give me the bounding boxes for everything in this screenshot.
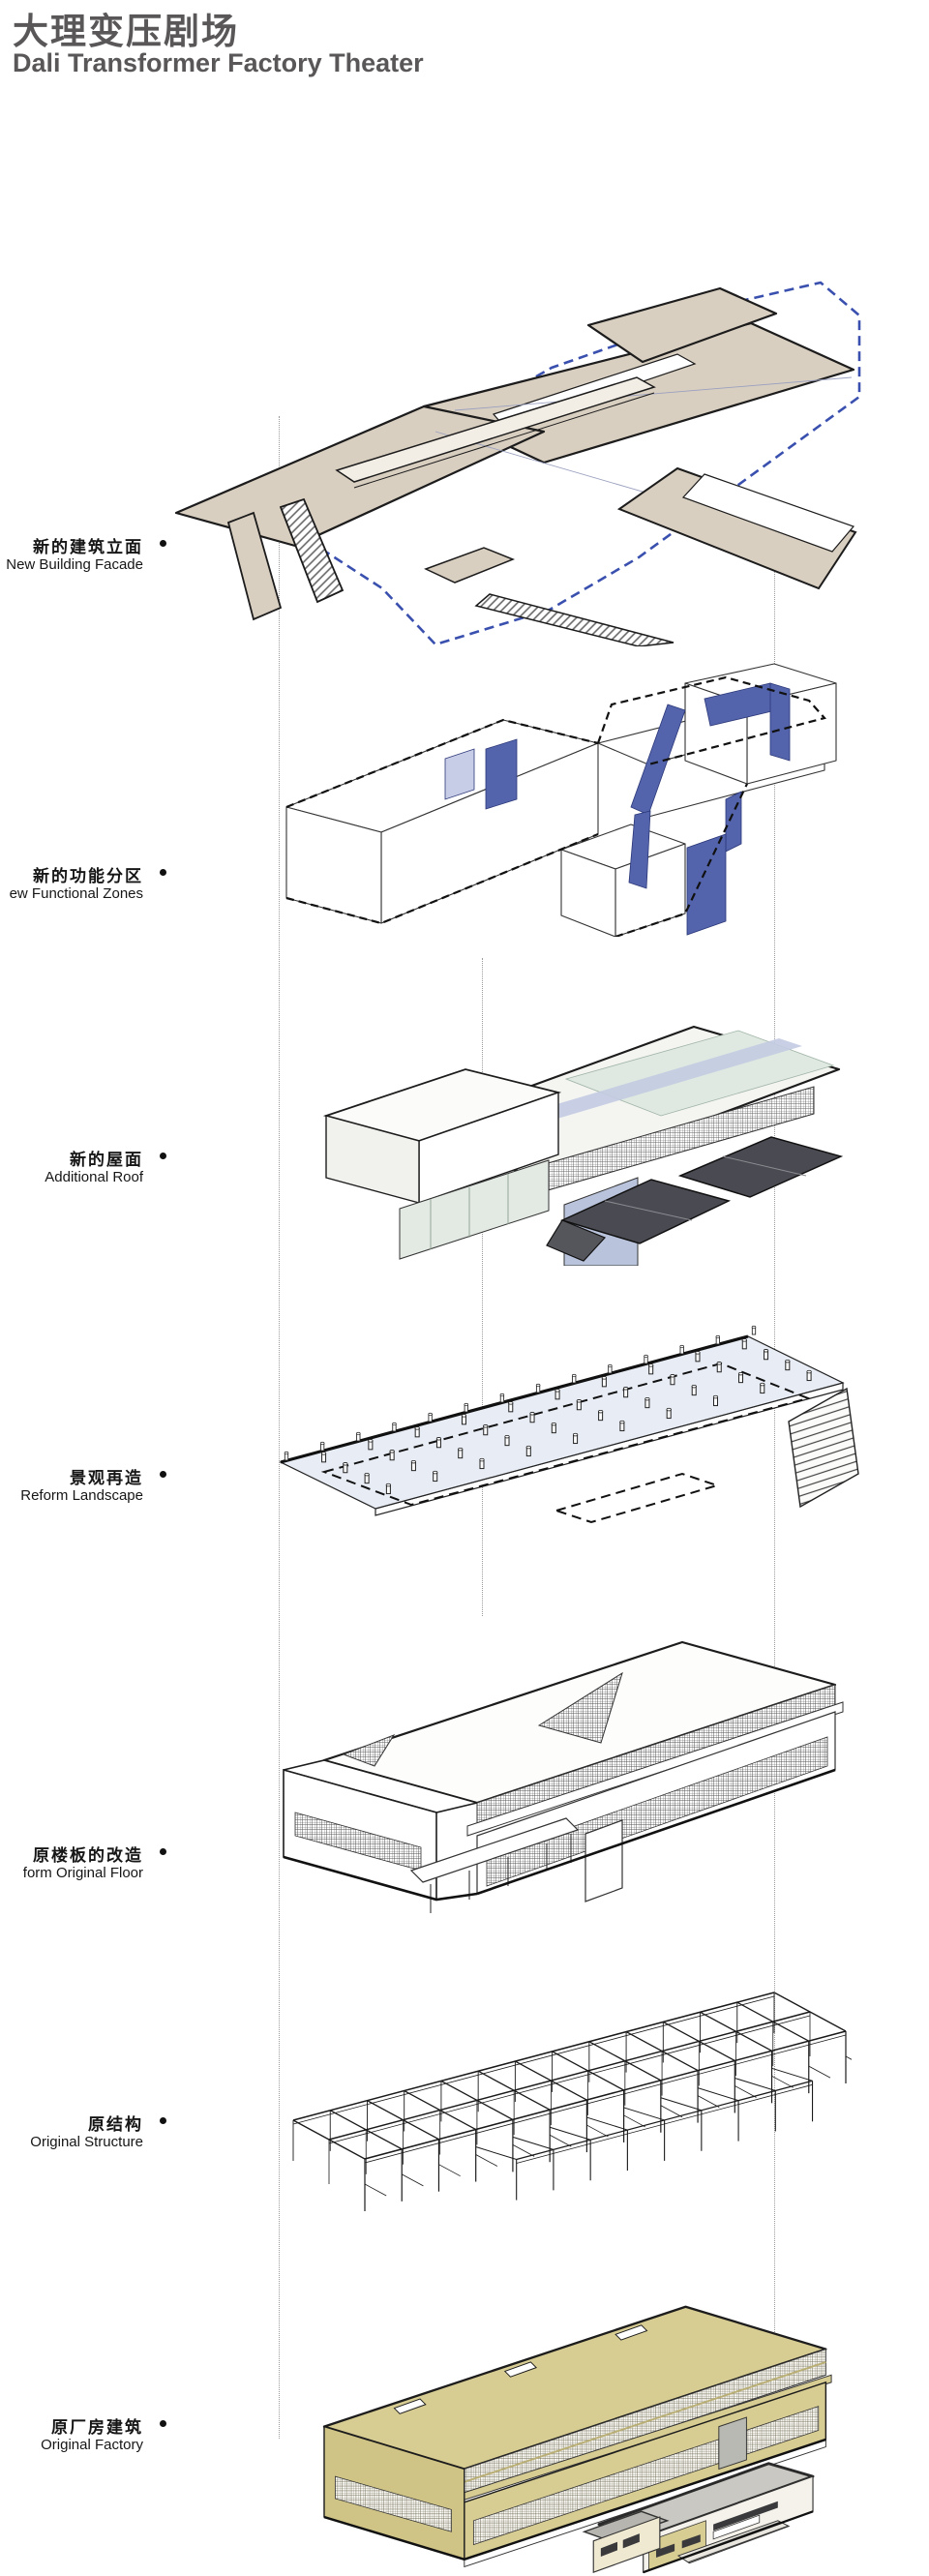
bullet-icon <box>160 1848 166 1855</box>
guide-line-middle <box>482 958 483 1616</box>
drawing-new-building-facade <box>174 281 861 646</box>
bullet-icon <box>160 1153 166 1159</box>
bullet-icon <box>160 2117 166 2124</box>
label-en: form Original Floor <box>22 1865 143 1881</box>
guide-line-right <box>774 503 775 2477</box>
bullet-icon <box>160 2420 166 2427</box>
label-en: New Building Facade <box>6 556 143 573</box>
bullet-icon <box>160 869 166 876</box>
page-subtitle: Dali Transformer Factory Theater <box>13 48 424 77</box>
drawing-reform-landscape <box>279 1325 859 1524</box>
label-zh: 新的功能分区 <box>33 867 143 885</box>
bullet-icon <box>160 1471 166 1478</box>
drawing-reform-original-floor <box>283 1640 844 1913</box>
label-zh: 原厂房建筑 <box>51 2418 143 2437</box>
label-en: Additional Roof <box>45 1169 143 1185</box>
label-zh: 原楼板的改造 <box>33 1846 143 1865</box>
drawing-original-structure <box>292 1992 852 2211</box>
label-zh: 景观再造 <box>70 1469 143 1487</box>
label-zh: 新的屋面 <box>70 1151 143 1169</box>
label-en: ew Functional Zones <box>9 885 143 902</box>
label-zh: 新的建筑立面 <box>33 538 143 556</box>
label-en: Reform Landscape <box>20 1487 143 1504</box>
drawing-original-factory <box>322 2305 832 2574</box>
drawing-additional-roof <box>322 1025 844 1266</box>
guide-line-left <box>279 416 280 2439</box>
label-en: Original Structure <box>30 2134 143 2150</box>
label-zh: 原结构 <box>88 2115 143 2134</box>
drawing-new-functional-zones <box>285 663 837 937</box>
page-title: 大理变压剧场 <box>13 12 239 51</box>
label-en: Original Factory <box>41 2437 143 2453</box>
bullet-icon <box>160 540 166 547</box>
